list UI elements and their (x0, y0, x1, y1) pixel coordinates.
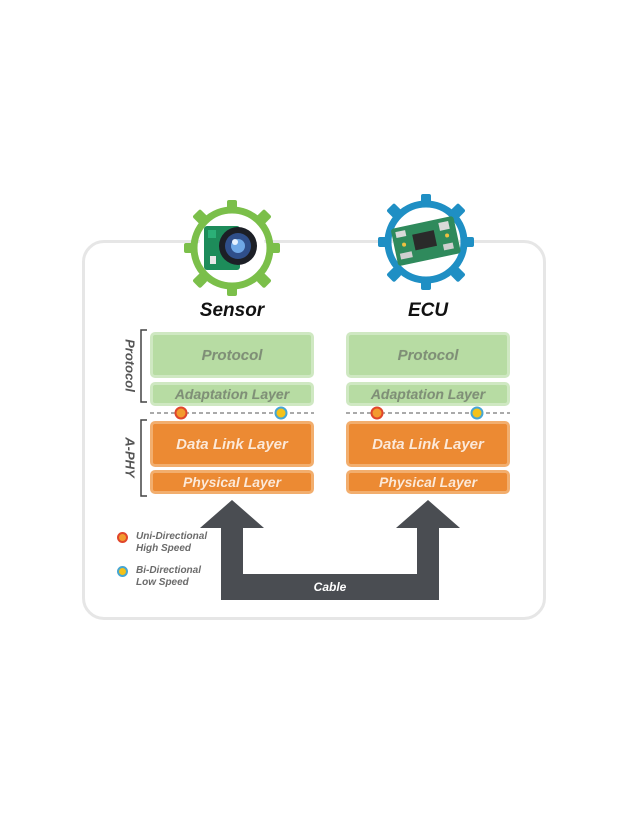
legend-low-speed-line2: Low Speed (136, 577, 189, 588)
legend-low-speed-dot (117, 566, 128, 577)
ecu-physical-layer: Physical Layer (346, 470, 510, 494)
aphy-brace (140, 419, 147, 497)
legend-high-speed-line1: Uni-Directional (136, 531, 208, 542)
sensor-low-speed-dot (274, 406, 288, 420)
sensor-protocol-label: Protocol (201, 346, 263, 364)
ecu-protocol-layer: Protocol (346, 332, 510, 378)
sensor-adaptation-label: Adaptation Layer (174, 386, 290, 402)
sensor-physical-label: Physical Layer (182, 474, 282, 490)
ecu-physical-label: Physical Layer (378, 474, 478, 490)
sensor-data-link-label: Data Link Layer (176, 435, 288, 453)
cable-label: Cable (313, 580, 347, 594)
sensor-physical-layer: Physical Layer (150, 470, 314, 494)
ecu-adaptation-layer: Adaptation Layer (346, 382, 510, 406)
legend-high-speed-line2: High Speed (136, 543, 192, 554)
sensor-protocol-layer: Protocol (150, 332, 314, 378)
sensor-title: Sensor (199, 300, 265, 321)
ecu-adaptation-label: Adaptation Layer (370, 386, 486, 402)
sensor-data-link-layer: Data Link Layer (150, 421, 314, 467)
ecu-protocol-label: Protocol (397, 346, 459, 364)
legend-high-speed-dot (117, 532, 128, 543)
camera-sensor-icon (184, 200, 280, 296)
ecu-high-speed-dot (370, 406, 384, 420)
legend-high-speed-text: Uni-Directional High Speed (136, 531, 207, 555)
legend-low-speed-text: Bi-Directional Low Speed (136, 565, 201, 589)
sensor-adaptation-layer: Adaptation Layer (150, 382, 314, 406)
ecu-data-link-label: Data Link Layer (372, 435, 484, 453)
protocol-brace (140, 329, 147, 403)
ecu-low-speed-dot (470, 406, 484, 420)
ecu-title: ECU (407, 300, 449, 321)
circuit-board-icon (378, 194, 474, 290)
legend-low-speed-line1: Bi-Directional (136, 565, 202, 576)
sensor-high-speed-dot (174, 406, 188, 420)
ecu-data-link-layer: Data Link Layer (346, 421, 510, 467)
cable-shape (200, 500, 460, 600)
